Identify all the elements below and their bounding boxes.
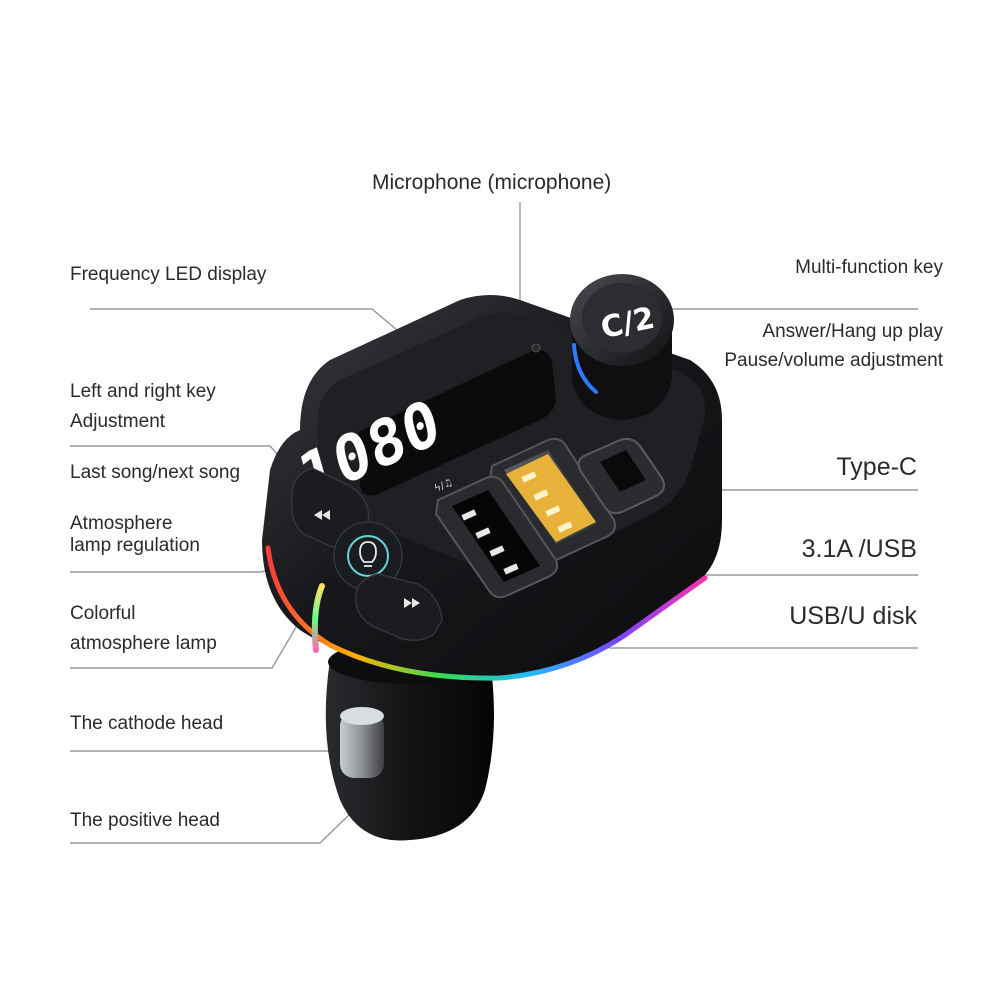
label-colorful-lamp-line1: Colorful: [70, 603, 136, 624]
colorful-lamp-accent: [311, 583, 325, 653]
atmosphere-led-strip: [265, 545, 708, 681]
multi-function-knob: C/2: [570, 274, 674, 420]
label-left-right-key-line1: Left and right key: [70, 381, 216, 402]
label-multi-function-key: Multi-function key: [795, 257, 943, 278]
label-usb-31a: 3.1A /USB: [801, 535, 917, 563]
knob-blue-ring: [572, 343, 598, 394]
label-usb-u-disk: USB/U disk: [789, 602, 917, 630]
usb-disk-pins: [461, 509, 519, 575]
label-answer-hangup-line1: Answer/Hang up play: [762, 321, 943, 342]
cathode-tip: [340, 707, 384, 778]
label-frequency-display: Frequency LED display: [70, 264, 267, 285]
label-colorful-lamp-line2: atmosphere lamp: [70, 633, 217, 655]
next-song-button: [355, 573, 443, 641]
label-last-next-song: Last song/next song: [70, 462, 241, 483]
label-type-c: Type-C: [836, 453, 917, 481]
label-atmosphere-regulation: Atmosphere lamp regulation: [70, 513, 200, 558]
label-positive-head: The positive head: [70, 810, 220, 831]
microphone-hole: [531, 343, 541, 353]
label-microphone: Microphone (microphone): [372, 171, 612, 194]
label-answer-hangup-line2: Pause/volume adjustment: [724, 350, 943, 372]
label-answer-hangup: Answer/Hang up play Pause/volume adjustm…: [724, 321, 943, 373]
type-c-port: [577, 437, 665, 515]
label-left-right-key-line2: Adjustment: [70, 411, 166, 433]
leader-cathode-head: [70, 739, 357, 752]
lamp-bulb-icon: [359, 541, 377, 563]
next-icon: [404, 598, 420, 608]
control-buttons: [291, 467, 443, 641]
label-atmosphere-regulation-line1: Atmosphere: [70, 513, 173, 534]
qc-port-pins: [521, 471, 573, 533]
label-colorful-lamp: Colorful atmosphere lamp: [70, 603, 217, 656]
label-atmosphere-regulation-line2: lamp regulation: [70, 535, 200, 557]
label-cathode-head: The cathode head: [70, 713, 224, 734]
previous-icon: [314, 510, 330, 520]
label-left-right-key: Left and right key Adjustment: [70, 381, 216, 434]
leader-positive-head: [70, 811, 353, 844]
usb-ports: [434, 437, 665, 599]
usb-disk-port: [434, 475, 559, 599]
